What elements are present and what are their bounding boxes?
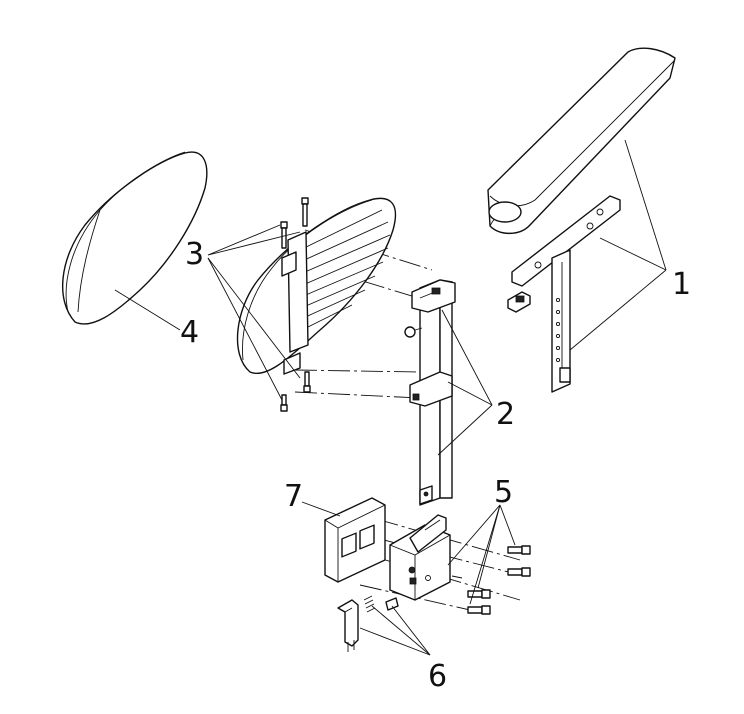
callout-1: 1: [672, 267, 691, 302]
callout-labels: 1 2 3 4 5 6 7: [180, 237, 691, 694]
arm-pad: [62, 151, 208, 325]
clamp-block: [389, 514, 451, 601]
callout-6: 6: [428, 659, 447, 694]
armrest-assembly: [487, 47, 676, 393]
lever-set-6: [337, 595, 399, 652]
callout-4: 4: [180, 315, 199, 350]
support-plate: [236, 197, 397, 375]
base-plate: [324, 497, 386, 583]
callout-7: 7: [284, 479, 303, 514]
screw-set-3: [280, 197, 311, 412]
callout-5: 5: [494, 475, 513, 510]
vertical-post: [404, 279, 456, 506]
callout-3: 3: [185, 237, 204, 272]
screw-set-5: [451, 545, 531, 615]
leader-lines: [114, 139, 667, 656]
callout-2: 2: [496, 397, 515, 432]
